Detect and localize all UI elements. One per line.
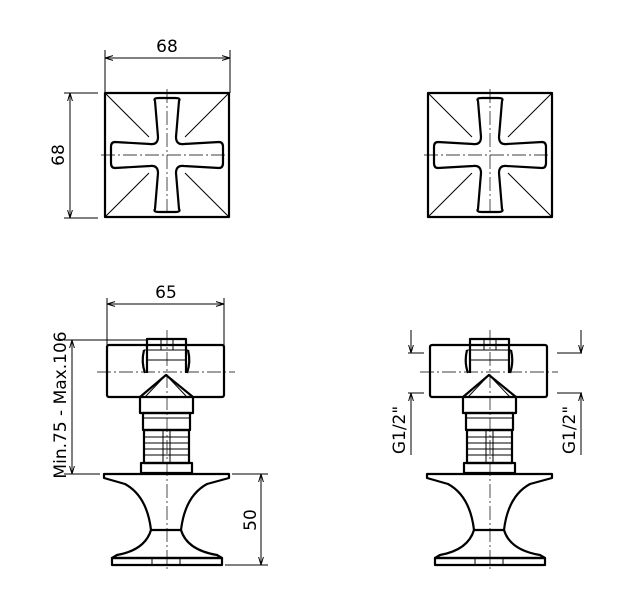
thread-label-right: G1/2": [560, 406, 580, 454]
dimension-adjustable-length: Min.75 - Max.106: [51, 331, 71, 478]
dimension-flange-height: 50: [241, 509, 261, 531]
thread-label-left: G1/2": [390, 406, 410, 454]
top-view-left: 68 68: [49, 37, 235, 223]
dimension-side-width: 65: [155, 283, 177, 303]
side-view-right: G1/2" G1/2": [390, 328, 582, 572]
top-view-right: [422, 87, 558, 223]
side-view-left: 65 Min.75 - Max.106 50: [51, 283, 268, 572]
dimension-top-width: 68: [156, 37, 178, 57]
dimension-top-height: 68: [49, 144, 69, 166]
